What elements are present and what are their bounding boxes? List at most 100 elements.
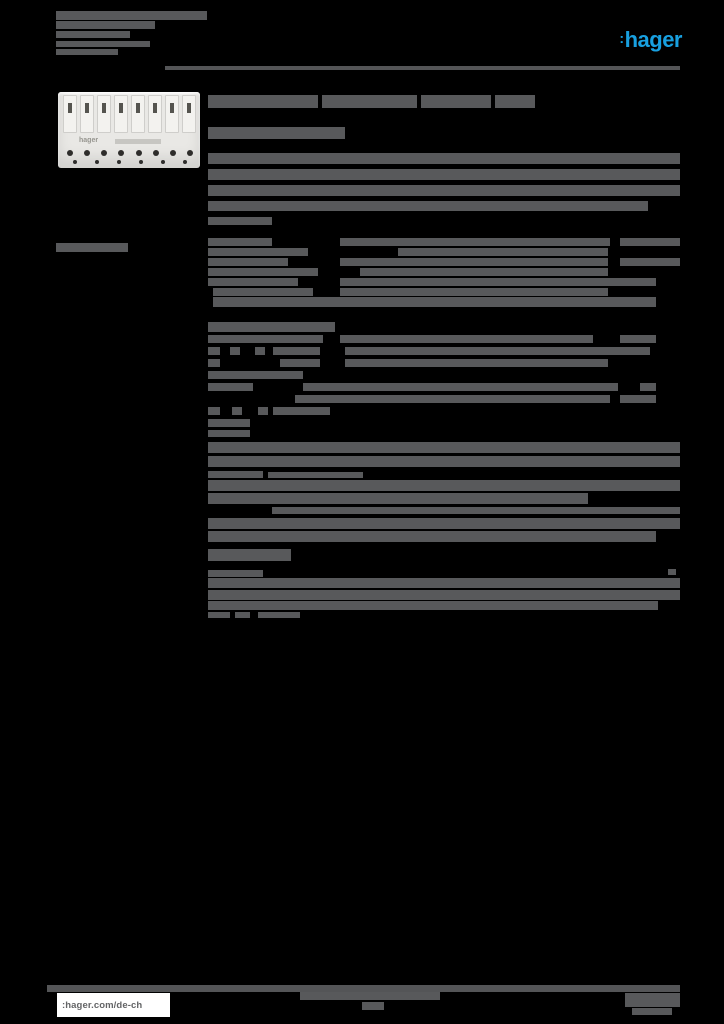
- terminal-slot: [97, 95, 111, 133]
- redacted-text-bar: [258, 407, 268, 415]
- redacted-text-bar: [340, 278, 656, 286]
- terminal-slot: [165, 95, 179, 133]
- redacted-text-bar: [208, 549, 291, 561]
- redacted-text-bar: [232, 407, 242, 415]
- horizontal-rule: [165, 66, 680, 70]
- device-type-label-bar: [115, 139, 161, 144]
- device-knob-small: [183, 160, 187, 164]
- redacted-text-bar: [208, 335, 323, 343]
- redacted-text-bar: [303, 383, 618, 391]
- redacted-text-bar: [208, 127, 345, 139]
- redacted-text-bar: [208, 590, 680, 600]
- redacted-text-bar: [208, 371, 303, 379]
- redacted-text-bar: [213, 297, 656, 307]
- redacted-text-bar: [620, 395, 656, 403]
- redacted-text-bar: [56, 11, 207, 20]
- redacted-text-bar: [213, 288, 313, 296]
- redacted-text-bar: [625, 993, 680, 1007]
- redacted-text-bar: [300, 991, 440, 1000]
- redacted-text-bar: [273, 407, 330, 415]
- device-knob-small: [117, 160, 121, 164]
- redacted-text-bar: [208, 217, 272, 225]
- redacted-text-bar: [273, 347, 320, 355]
- redacted-text-bar: [208, 185, 680, 196]
- terminal-slot: [80, 95, 94, 133]
- device-midband: hager: [63, 136, 196, 148]
- redacted-text-bar: [56, 41, 150, 47]
- redacted-text-bar: [340, 288, 608, 296]
- device-brand-label: hager: [79, 137, 99, 144]
- redacted-text-bar: [208, 322, 335, 332]
- device-knob-small: [73, 160, 77, 164]
- redacted-text-bar: [208, 612, 230, 618]
- redacted-text-bar: [208, 442, 680, 453]
- redacted-text-bar: [208, 359, 220, 367]
- redacted-text-bar: [208, 570, 263, 577]
- device-knob: [118, 150, 125, 156]
- footer-website-link[interactable]: :hager.com/de-ch: [62, 999, 143, 1011]
- redacted-text-bar: [208, 258, 288, 266]
- redacted-text-bar: [620, 335, 656, 343]
- redacted-text-bar: [620, 258, 680, 266]
- redacted-text-bar: [360, 268, 608, 276]
- product-photo: hager: [58, 90, 204, 172]
- redacted-text-bar: [235, 612, 250, 618]
- horizontal-rule: [47, 985, 680, 992]
- redacted-text-bar: [340, 258, 608, 266]
- redacted-text-bar: [208, 347, 220, 355]
- redacted-text-bar: [208, 153, 680, 164]
- redacted-text-bar: [295, 395, 610, 403]
- redacted-text-bar: [632, 1008, 672, 1015]
- device-knob: [186, 150, 193, 156]
- redacted-text-bar: [345, 359, 608, 367]
- redacted-text-bar: [208, 383, 253, 391]
- redacted-text-bar: [208, 419, 250, 427]
- redacted-text-bar: [421, 95, 491, 108]
- redacted-text-bar: [362, 1002, 384, 1010]
- redacted-text-bar: [345, 347, 650, 355]
- terminal-slot: [182, 95, 196, 133]
- terminal-slot: [148, 95, 162, 133]
- device-knob: [101, 150, 108, 156]
- device-knob-small: [161, 160, 165, 164]
- device-knob: [84, 150, 91, 156]
- redacted-text-bar: [230, 347, 240, 355]
- redacted-text-bar: [208, 430, 250, 437]
- redacted-text-bar: [208, 248, 308, 256]
- redacted-text-bar: [208, 518, 680, 529]
- redacted-text-bar: [620, 238, 680, 246]
- redacted-text-bar: [208, 480, 680, 491]
- redacted-text-bar: [208, 601, 658, 610]
- redacted-text-bar: [272, 507, 680, 514]
- redacted-text-bar: [340, 238, 610, 246]
- device-terminal-row: [63, 95, 196, 133]
- device-knob-row-2: [73, 160, 187, 164]
- device-knob-row: [67, 150, 193, 156]
- redacted-text-bar: [340, 335, 593, 343]
- device-knob: [152, 150, 159, 156]
- redacted-text-bar: [208, 238, 272, 246]
- redacted-text-bar: [322, 95, 417, 108]
- redacted-text-bar: [208, 471, 263, 478]
- redacted-text-bar: [208, 493, 588, 504]
- redacted-text-bar: [495, 95, 535, 108]
- device-knob: [169, 150, 176, 156]
- device-knob: [135, 150, 142, 156]
- redacted-text-bar: [640, 383, 656, 391]
- footer-website-box[interactable]: :hager.com/de-ch: [57, 993, 170, 1017]
- redacted-text-bar: [398, 248, 608, 256]
- device-knob-small: [95, 160, 99, 164]
- terminal-slot: [63, 95, 77, 133]
- redacted-text-bar: [280, 359, 320, 367]
- redacted-text-bar: [208, 531, 656, 542]
- logo-colon: :: [619, 30, 624, 46]
- device-knob-small: [139, 160, 143, 164]
- redacted-text-bar: [56, 31, 130, 38]
- redacted-text-bar: [208, 169, 680, 180]
- redacted-text-bar: [208, 278, 298, 286]
- redacted-text-bar: [208, 95, 318, 108]
- redacted-text-bar: [258, 612, 300, 618]
- redacted-text-bar: [208, 201, 648, 211]
- redacted-text-bar: [668, 569, 676, 575]
- redacted-text-bar: [208, 268, 318, 276]
